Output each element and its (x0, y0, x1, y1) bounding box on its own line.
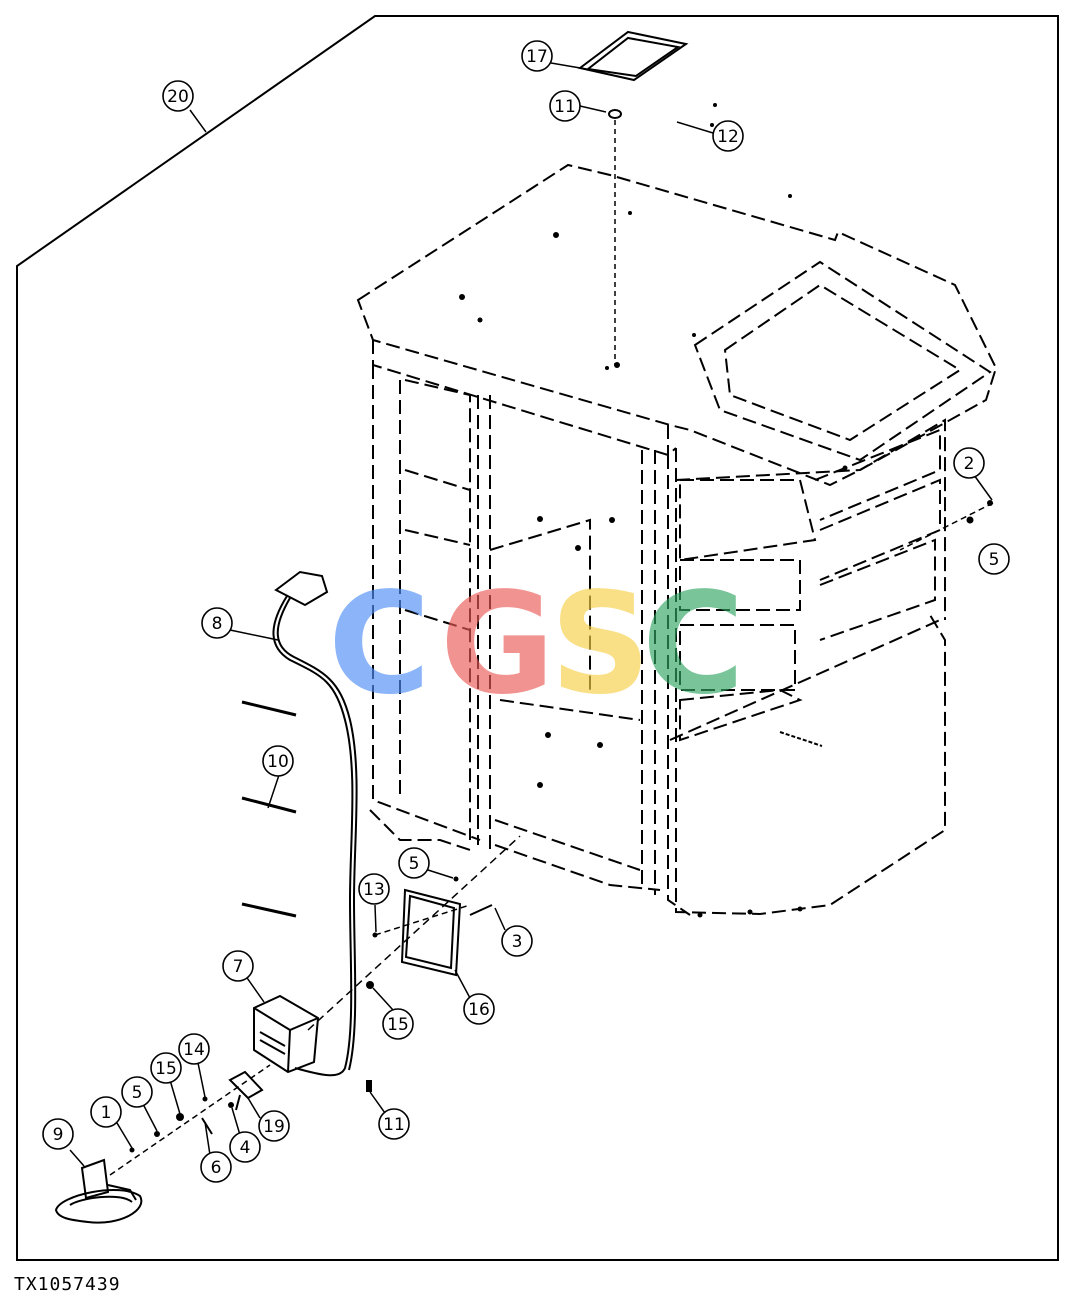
callout: 17 (521, 40, 553, 72)
roof-hatch-cover (577, 30, 689, 82)
antenna-assembly (272, 570, 358, 1077)
callout: 13 (358, 873, 390, 905)
leader-lines (69, 62, 993, 1167)
svg-text:2: 2 (964, 454, 975, 474)
diagram-frame (16, 15, 1059, 1261)
svg-text:14: 14 (183, 1040, 205, 1060)
svg-text:12: 12 (717, 127, 739, 147)
svg-text:15: 15 (387, 1015, 409, 1035)
svg-text:5: 5 (409, 854, 420, 874)
callout: 5 (978, 543, 1010, 575)
callout: 10 (262, 745, 294, 777)
svg-text:5: 5 (132, 1083, 143, 1103)
callout: 11 (378, 1108, 410, 1140)
callout: 19 (258, 1110, 290, 1142)
svg-text:11: 11 (554, 97, 576, 117)
watermark-letter-c1: C (328, 563, 431, 726)
svg-text:7: 7 (233, 957, 244, 977)
callout: 16 (463, 993, 495, 1025)
callout: 5 (121, 1076, 153, 1108)
watermark: C G S C (328, 563, 745, 726)
callout: 9 (42, 1118, 74, 1150)
svg-text:11: 11 (383, 1115, 405, 1135)
right-fasteners (779, 500, 994, 747)
callout: 15 (150, 1052, 182, 1084)
watermark-letter-c2: C (642, 563, 745, 726)
callout: 1 (90, 1096, 122, 1128)
callout: 6 (200, 1151, 232, 1183)
svg-text:10: 10 (267, 752, 289, 772)
cable-ties (241, 700, 297, 918)
svg-text:16: 16 (468, 1000, 490, 1020)
callouts: 20 17 11 12 2 5 8 10 5 13 3 7 15 16 14 1… (42, 40, 1010, 1183)
figure-id: TX1057439 (14, 1274, 121, 1295)
callout: 11 (549, 90, 581, 122)
bracket-fasteners (307, 835, 521, 1031)
callout: 5 (398, 847, 430, 879)
callout: 15 (382, 1008, 414, 1040)
callout: 4 (229, 1131, 261, 1163)
cab-frame-drawing (356, 163, 998, 916)
callout: 2 (953, 447, 985, 479)
svg-text:17: 17 (526, 47, 548, 67)
svg-text:9: 9 (53, 1125, 64, 1145)
svg-text:15: 15 (155, 1059, 177, 1079)
callout: 7 (222, 950, 254, 982)
callout: 20 (162, 80, 194, 112)
watermark-letter-s: S (550, 563, 651, 726)
cab-detail-marks (459, 103, 848, 918)
small-hardware (109, 1064, 372, 1176)
svg-text:1: 1 (101, 1103, 112, 1123)
svg-text:8: 8 (212, 614, 223, 634)
svg-text:13: 13 (363, 880, 385, 900)
receiver-module (253, 994, 320, 1074)
callout: 8 (201, 607, 233, 639)
svg-text:4: 4 (240, 1138, 251, 1158)
callout: 3 (501, 925, 533, 957)
mounting-bracket (400, 888, 462, 977)
grommet-part (608, 109, 622, 119)
svg-text:20: 20 (167, 87, 189, 107)
svg-text:5: 5 (989, 550, 1000, 570)
svg-text:19: 19 (263, 1117, 285, 1137)
watermark-letter-g: G (440, 563, 555, 726)
callout: 14 (178, 1033, 210, 1065)
svg-text:3: 3 (512, 932, 523, 952)
callout: 12 (712, 120, 744, 152)
svg-text:6: 6 (211, 1158, 222, 1178)
display-unit (54, 1158, 143, 1224)
small-bracket (228, 1070, 264, 1111)
